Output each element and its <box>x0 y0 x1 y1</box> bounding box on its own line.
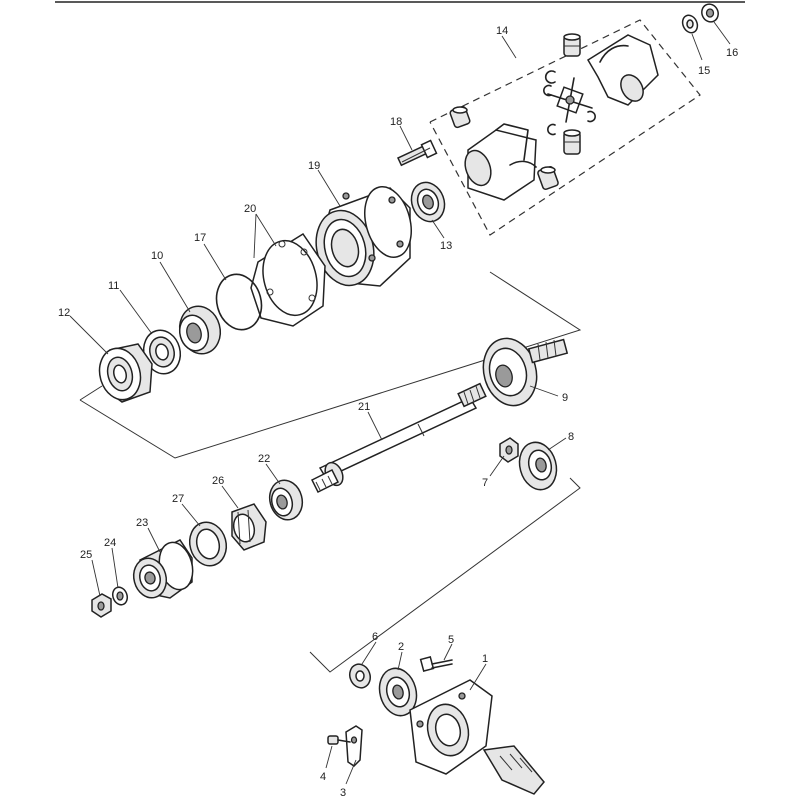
bolt-18 <box>398 141 436 166</box>
bearing-13 <box>406 178 450 227</box>
callout-25: 25 <box>80 549 92 561</box>
callout-2: 2 <box>398 641 404 653</box>
callout-4: 4 <box>320 771 326 783</box>
callout-7: 7 <box>482 477 488 489</box>
nut-25 <box>92 594 111 617</box>
shaft-21 <box>312 384 486 492</box>
callout-13: 13 <box>440 240 452 252</box>
callout-1: 1 <box>482 653 488 665</box>
pinion-8 <box>514 438 561 494</box>
bearing-22 <box>265 477 306 524</box>
ring-gear-9 <box>476 332 567 411</box>
callout-14: 14 <box>496 25 508 37</box>
callout-8: 8 <box>568 431 574 443</box>
callout-22: 22 <box>258 453 270 465</box>
washer-6 <box>346 661 373 690</box>
universal-joint-group <box>430 20 700 235</box>
callout-12: 12 <box>58 307 70 319</box>
gasket-20 <box>251 234 325 326</box>
callout-21: 21 <box>358 401 370 413</box>
callout-23: 23 <box>136 517 148 529</box>
washer-24 <box>110 585 129 607</box>
callout-20: 20 <box>244 203 256 215</box>
callout-27: 27 <box>172 493 184 505</box>
callout-11: 11 <box>108 280 119 292</box>
callout-9: 9 <box>562 392 568 404</box>
snap-ring-icon <box>588 112 595 122</box>
callout-18: 18 <box>390 116 402 128</box>
callout-24: 24 <box>104 537 116 549</box>
nut-16 <box>699 1 721 24</box>
assembly-frame-middle <box>310 478 580 672</box>
housing-23 <box>129 539 197 602</box>
bearing-cap-bottom <box>564 130 580 154</box>
callout-3: 3 <box>340 787 346 799</box>
snap-ring-icon <box>546 71 555 83</box>
callout-15: 15 <box>698 65 710 77</box>
spider-cross <box>548 78 592 122</box>
callout-26: 26 <box>212 475 224 487</box>
callout-6: 6 <box>372 631 378 643</box>
callout-10: 10 <box>151 250 163 262</box>
case-1 <box>410 680 544 794</box>
bearing-cap-top <box>564 34 580 56</box>
callout-19: 19 <box>308 160 320 172</box>
bolt-5 <box>421 657 452 671</box>
bracket-3 <box>346 726 362 766</box>
bearing-12 <box>94 344 152 405</box>
snap-ring-icon <box>548 125 555 135</box>
bearing-cap-left <box>449 106 470 128</box>
ring-15 <box>680 13 700 35</box>
bearing-cap-right <box>537 166 559 190</box>
bearing-26 <box>231 504 266 550</box>
callout-16: 16 <box>726 47 738 59</box>
callout-17: 17 <box>194 232 206 244</box>
callout-5: 5 <box>448 634 454 646</box>
